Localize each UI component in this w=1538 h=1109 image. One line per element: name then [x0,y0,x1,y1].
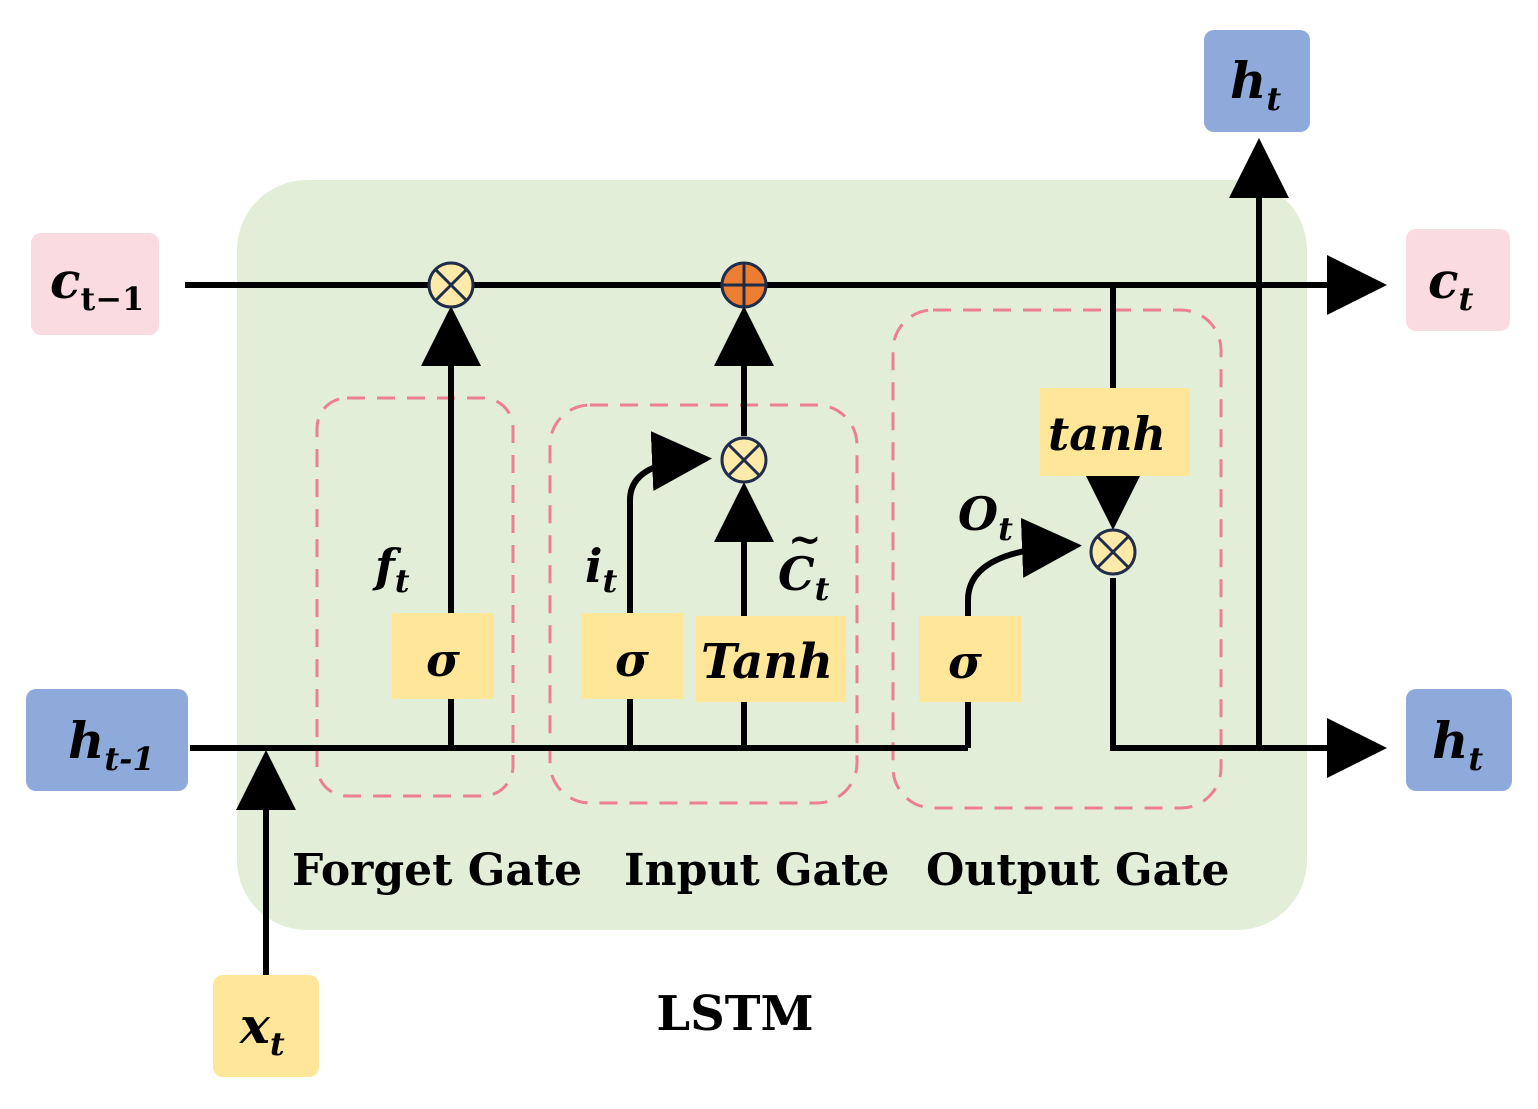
output-gate-region [891,308,1223,810]
input-multiply-node [720,436,768,484]
c-out-label: ct [1428,251,1473,318]
candidate-sub: t [815,570,830,608]
input-gate-region [548,403,859,805]
forget-multiply-node [427,261,475,309]
h-out-top-box [1204,30,1310,132]
c-out-box [1406,229,1510,331]
svg-text:Ct: Ct [778,547,830,608]
diagram-caption: LSTM [656,986,813,1042]
output-signal-label: Ot [958,487,1013,548]
output-sigma-arrow [965,517,1082,748]
output-sigma-box [919,616,1021,702]
h-out-right-label: ht [1432,711,1483,778]
x-input-label: xt [239,996,285,1063]
input-sigma-label: σ [615,633,649,687]
c-prev-box [31,233,159,335]
x-input-box [213,975,319,1077]
output-sigma-label: σ [948,635,982,689]
forget-sigma-label: σ [426,633,460,687]
h-prev-box [26,689,188,791]
input-signal-label: it [585,539,617,600]
c-prev-label: ct−1 [50,251,144,318]
candidate-base: C [778,547,815,601]
input-tanh-box [696,616,846,702]
input-sigma-arrow [627,431,712,748]
output-gate-name: Output Gate [926,845,1229,896]
cell-tanh-label: tanh [1048,407,1166,461]
candidate-tilde: ~ [788,516,822,563]
input-gate-name: Input Gate [624,845,889,896]
candidate-signal-label: ~ Ct [778,516,830,608]
output-multiply-node [1089,528,1137,576]
h-out-top-label: ht [1230,51,1281,118]
input-tanh-label: Tanh [701,634,833,690]
cell-tanh-box [1040,388,1190,476]
forget-sigma-box [392,613,494,699]
forget-gate-name: Forget Gate [292,845,582,896]
h-out-right-box [1406,689,1512,791]
h-prev-label: ht-1 [68,711,155,778]
input-sigma-box [581,613,683,699]
lstm-cell-background [237,180,1307,930]
forget-gate-region [315,396,515,798]
output-hidden-line [1110,578,1387,778]
cell-add-node [720,261,768,309]
